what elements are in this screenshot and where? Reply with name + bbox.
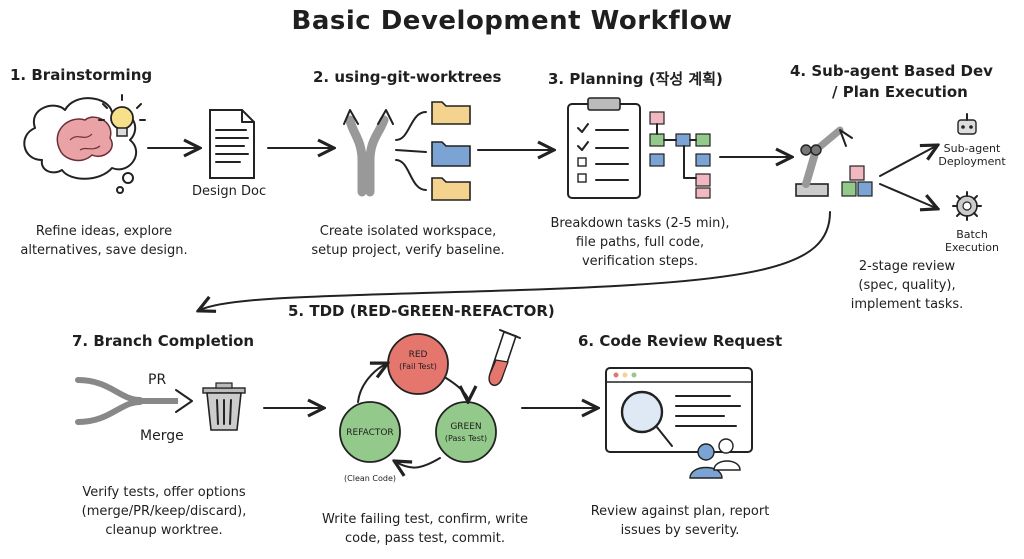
robot-arm-icon: [795, 126, 873, 197]
robot-icon: [957, 113, 977, 135]
arrow-red-to-green: [445, 377, 468, 400]
step4-label-line2: / Plan Execution: [832, 83, 968, 101]
red-phase-sublabel: (Fail Test): [399, 362, 437, 371]
step5-description: Write failing test, confirm, write code,…: [322, 512, 528, 546]
arrow-refactor-to-red: [357, 364, 386, 403]
folders-icon: [395, 101, 471, 201]
green-phase-label: GREEN: [450, 422, 482, 432]
merge-icon: [75, 377, 193, 425]
refactor-phase-sublabel: (Clean Code): [344, 474, 396, 483]
clipboard-icon: [567, 97, 641, 199]
refactor-phase-circle: [339, 401, 401, 463]
task-flow-icon: [649, 111, 711, 199]
design-doc-label: Design Doc: [192, 184, 267, 199]
green-phase-sublabel: (Pass Test): [444, 434, 488, 443]
subagent-deployment-label: Sub-agent Deployment: [938, 142, 1006, 168]
code-review-icon: [605, 367, 753, 453]
arrow-to-subagent: [879, 146, 936, 177]
merge-label: Merge: [140, 428, 184, 444]
user-avatar-icon: [689, 438, 741, 479]
step7-description: Verify tests, offer options (merge/PR/ke…: [81, 485, 247, 538]
arrow-4-to-7: [200, 211, 831, 310]
git-branch-icon: [343, 109, 394, 197]
refactor-phase-label: REFACTOR: [346, 428, 394, 438]
step2-label: 2. using-git-worktrees: [313, 68, 502, 86]
red-phase-label: RED: [408, 350, 428, 360]
step6-label: 6. Code Review Request: [578, 332, 783, 350]
step4-label-line1: 4. Sub-agent Based Dev: [790, 62, 993, 80]
page-title: Basic Development Workflow: [291, 6, 733, 36]
test-tube-icon: [488, 329, 521, 386]
document-icon: [209, 109, 255, 179]
trash-icon: [202, 382, 246, 431]
step6-description: Review against plan, report issues by se…: [590, 504, 770, 538]
arrow-green-to-refactor: [396, 457, 441, 468]
step7-label: 7. Branch Completion: [72, 332, 255, 350]
step1-description: Refine ideas, explore alternatives, save…: [20, 224, 188, 258]
pr-label: PR: [148, 372, 167, 388]
batch-execution-label: Batch Execution: [945, 228, 999, 254]
step3-label: 3. Planning (작성 계획): [548, 70, 723, 88]
arrow-to-batch: [879, 183, 936, 208]
lightbulb-icon: [98, 94, 146, 137]
gear-icon: [952, 191, 982, 221]
step2-description: Create isolated workspace, setup project…: [311, 224, 505, 258]
green-phase-circle: [435, 401, 497, 463]
step5-label: 5. TDD (RED-GREEN-REFACTOR): [288, 302, 555, 320]
step3-description: Breakdown tasks (2-5 min), file paths, f…: [550, 216, 730, 269]
step4-description: 2-stage review (spec, quality), implemen…: [850, 259, 964, 312]
step1-label: 1. Brainstorming: [10, 66, 153, 84]
